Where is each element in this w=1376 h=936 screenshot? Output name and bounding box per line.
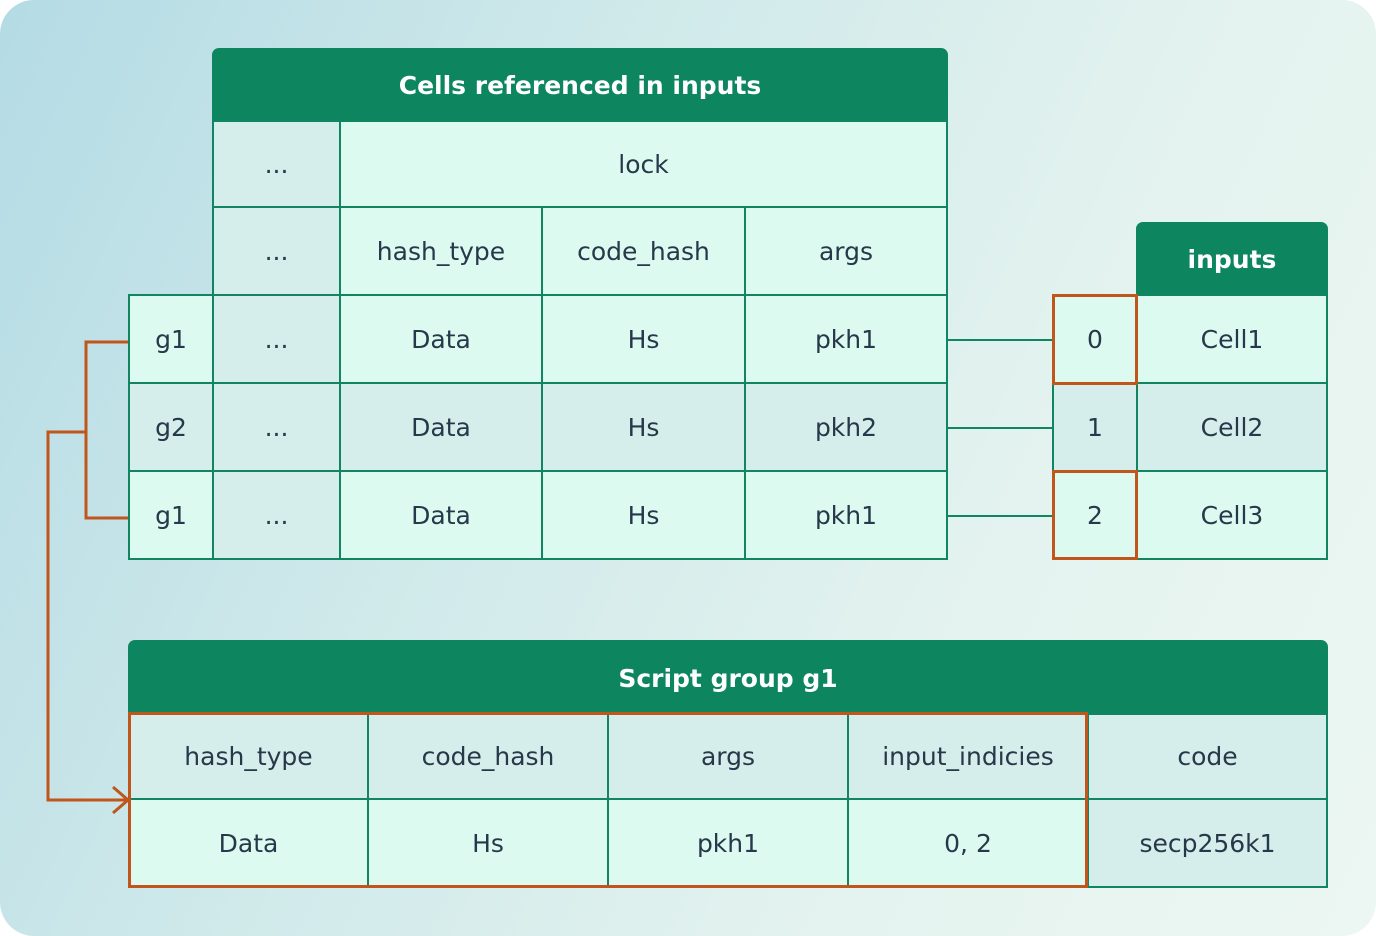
cells-fields-ellipsis: ... [212,206,341,296]
cells-row-ellipsis: ... [212,294,341,384]
cells-table-title: Cells referenced in inputs [212,48,948,122]
input-index: 0 [1052,294,1138,384]
script-group-title: Script group g1 [128,640,1328,716]
inputs-table-title: inputs [1136,222,1328,296]
cells-row-ellipsis: ... [212,382,341,472]
script-input-indicies-header: input_indicies [847,713,1089,800]
group-arrow-head [112,785,131,815]
cells-row-code-hash: Hs [541,294,746,384]
cells-row-args: pkh1 [744,294,948,384]
script-code-hash-header: code_hash [367,713,609,800]
input-cell: Cell2 [1136,382,1328,472]
script-input-indicies-value: 0, 2 [847,798,1089,888]
cells-row-args: pkh1 [744,470,948,560]
cells-row-group: g1 [128,294,214,384]
cells-args-header: args [744,206,948,296]
input-index: 2 [1052,470,1138,560]
script-hash-type-value: Data [128,798,369,888]
input-cell: Cell3 [1136,470,1328,560]
cells-lock-ellipsis: ... [212,120,341,208]
cells-row-group: g1 [128,470,214,560]
cells-code-hash-header: code_hash [541,206,746,296]
cells-hash-type-header: hash_type [339,206,543,296]
cells-row-hash-type: Data [339,382,543,472]
cells-row-hash-type: Data [339,294,543,384]
input-cell: Cell1 [1136,294,1328,384]
script-args-header: args [607,713,849,800]
script-code-hash-value: Hs [367,798,609,888]
script-code-value: secp256k1 [1087,798,1328,888]
script-code-header: code [1087,713,1328,800]
cells-row-ellipsis: ... [212,470,341,560]
cells-row-code-hash: Hs [541,470,746,560]
cells-row-code-hash: Hs [541,382,746,472]
script-args-value: pkh1 [607,798,849,888]
group-bracket [84,340,128,520]
input-index: 1 [1052,382,1138,472]
group-arrow-line [46,430,128,802]
cells-row-group: g2 [128,382,214,472]
cells-lock-header: lock [339,120,948,208]
cells-row-args: pkh2 [744,382,948,472]
script-hash-type-header: hash_type [128,713,369,800]
cells-row-hash-type: Data [339,470,543,560]
